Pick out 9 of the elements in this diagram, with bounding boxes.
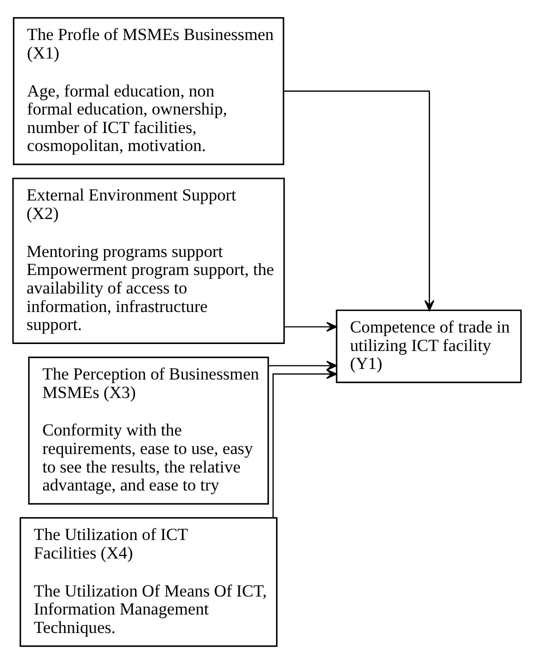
node-box: Competence of trade in utilizing ICT facility (Y1) bbox=[336, 309, 522, 383]
arrow bbox=[268, 360, 338, 370]
node-box: The Perception of Businessmen MSMEs (X3) Conformity with the requirements, ease to use, easy to see the results, the relative advantage, and ease to try bbox=[28, 356, 269, 504]
arrow bbox=[272, 368, 338, 517]
arrow bbox=[284, 90, 434, 310]
arrow bbox=[284, 321, 338, 332]
node-box: The Utilization of ICT Facilities (X4) The Utilization Of Means Of ICT, Information Management Techniques. bbox=[20, 516, 278, 646]
node-box: External Environment Support (X2) Mentoring programs support Empowerment program support, the availability of access to information, infrastructure support. bbox=[12, 177, 285, 344]
node-box: The Profle of MSMEs Businessmen (X1) Age, formal education, non formal education, ownership, number of ICT facilities, cosmopolitan, motivation. bbox=[12, 16, 284, 165]
